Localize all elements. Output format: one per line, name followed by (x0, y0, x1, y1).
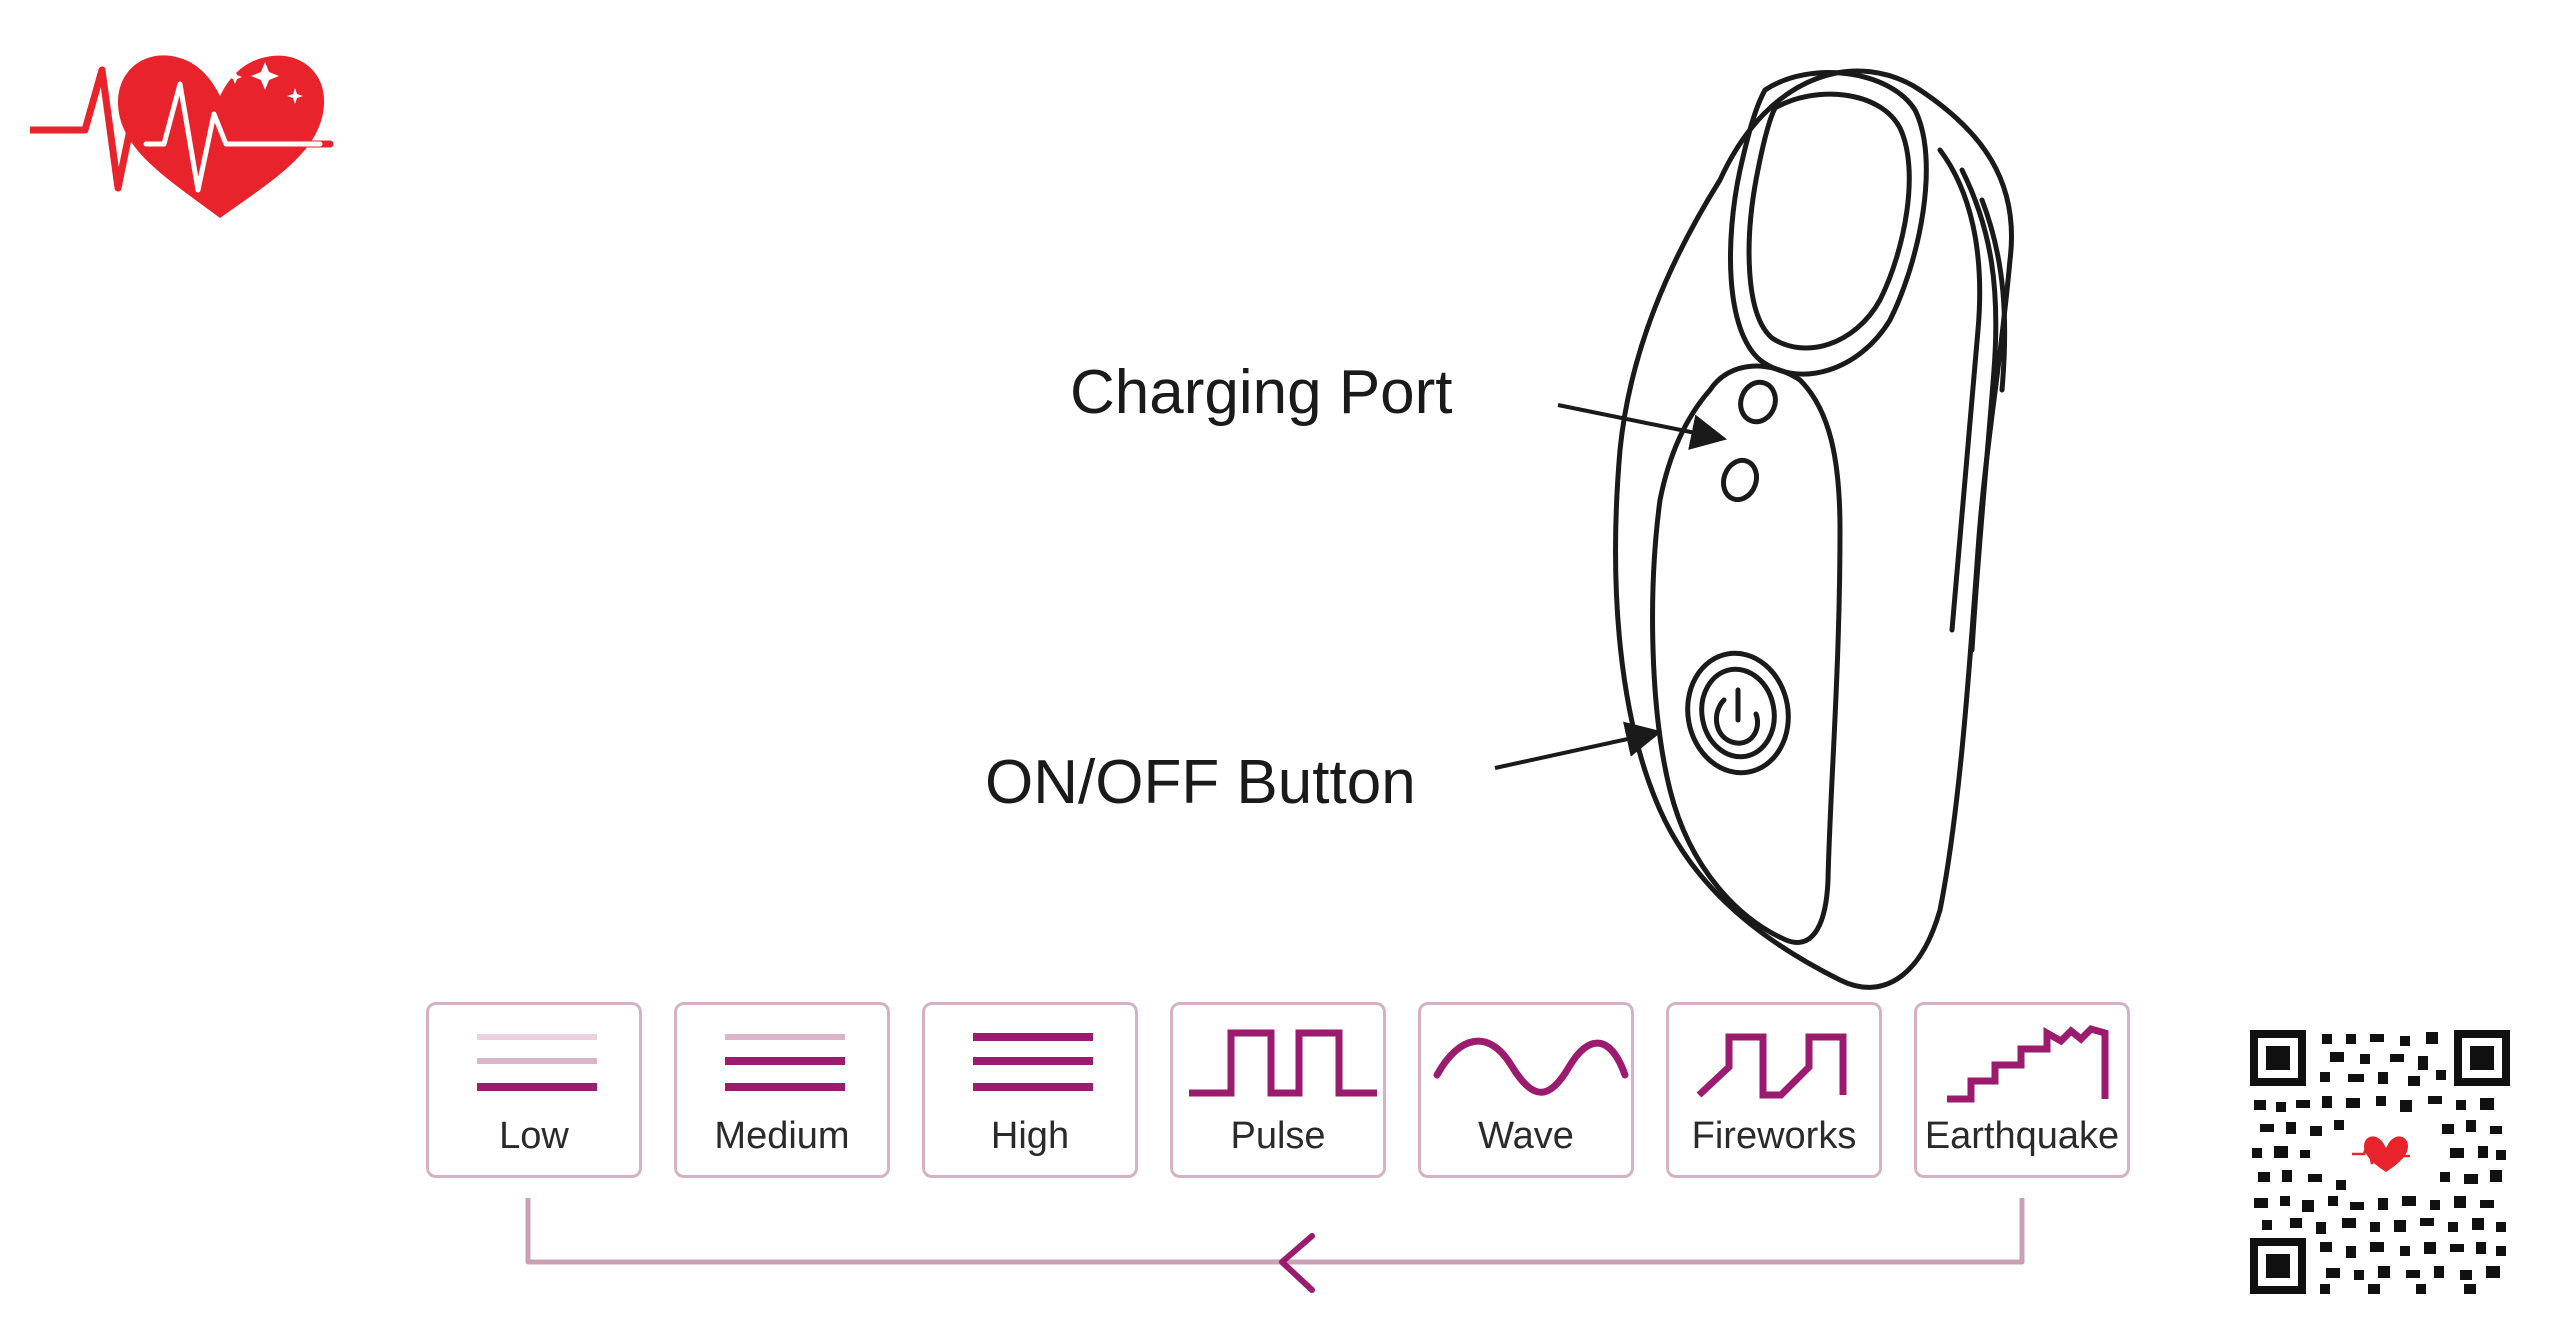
mode-label: Wave (1478, 1115, 1574, 1157)
mode-pulse: Pulse (1170, 1002, 1386, 1178)
sine-wave-icon (1433, 1037, 1629, 1096)
mode-medium: Medium (674, 1002, 890, 1178)
mode-fireworks: Fireworks (1666, 1002, 1882, 1178)
mode-label: High (990, 1115, 1070, 1157)
mode-label: Fireworks (1691, 1115, 1857, 1157)
qr-code (2250, 1030, 2510, 1294)
fireworks-wave-icon (1696, 1033, 1847, 1099)
mode-wave: Wave (1418, 1002, 1634, 1178)
mode-label: Pulse (1230, 1115, 1326, 1157)
mode-label: Low (499, 1115, 569, 1157)
heartbeat-heart-logo (30, 55, 334, 218)
mode-label: Earthquake (1924, 1115, 2120, 1157)
mode-earthquake: Earthquake (1914, 1002, 2130, 1178)
mode-low: Low (426, 1002, 642, 1178)
mode-high: High (922, 1002, 1138, 1178)
medium-intensity-icon (725, 1034, 845, 1091)
earthquake-wave-icon (1947, 1025, 2109, 1103)
pulse-wave-icon (1189, 1029, 1377, 1097)
device-illustration (1613, 68, 2014, 990)
low-intensity-icon (477, 1034, 597, 1091)
on-off-button-label: ON/OFF Button (985, 748, 1416, 817)
mode-label: Medium (714, 1115, 850, 1157)
high-intensity-icon (973, 1033, 1093, 1091)
charging-port-label: Charging Port (1070, 358, 1453, 427)
power-icon (1714, 687, 1760, 746)
